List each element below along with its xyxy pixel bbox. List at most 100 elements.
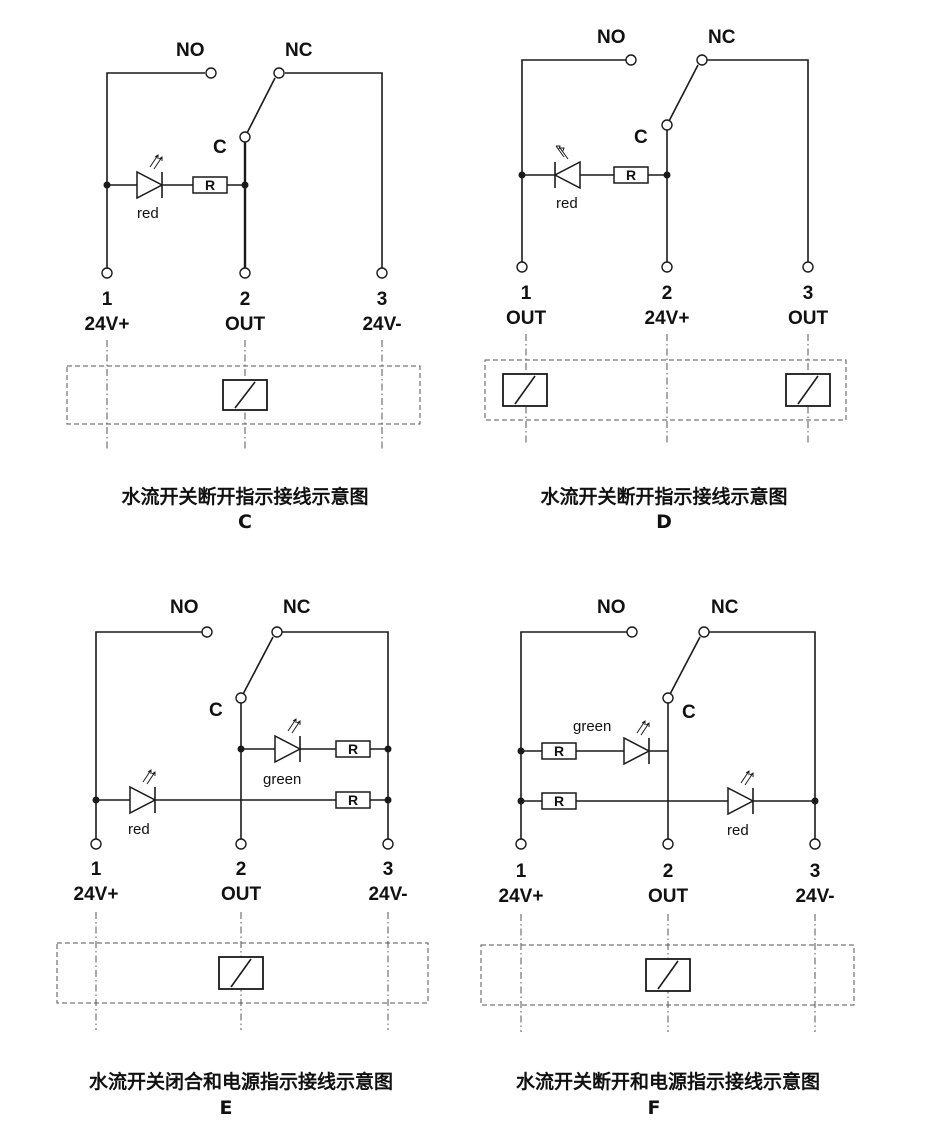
terminal-3 [376,267,388,279]
led-color-label: red [137,205,159,222]
load-box [480,944,855,1006]
led-light-rays-icon [636,720,650,736]
wire-nc-line [279,631,389,844]
terminal-1-function: OUT [506,308,547,329]
diagram-letter: D [656,511,672,533]
resistor-label: R [348,741,358,757]
c-contact [662,692,674,704]
terminal-3-number: 3 [803,283,814,304]
resistor-label: R [626,167,636,183]
no-contact [625,54,637,66]
wire-no-line [95,631,205,844]
led-green-icon [274,734,302,764]
relay-coil-icon [502,373,548,407]
c-label: C [682,702,696,723]
terminal-2 [235,838,247,850]
load-box [484,359,847,421]
wire-no-line [106,72,205,273]
terminal-1-number: 1 [102,289,113,310]
no-label: NO [597,597,626,618]
terminal-1-function: 24V+ [74,884,119,905]
relay-coil-slash [230,958,252,988]
c-label: C [634,127,648,148]
nc-label: NC [708,27,736,48]
terminal-1 [90,838,102,850]
c-label: C [213,137,227,158]
diagram-d: NO NC C R red 1 2 3 OUT 24V+ OUT 水流开关断开指… [484,27,847,533]
relay-coil-slash [514,375,536,405]
junction-dot [241,181,249,189]
terminal-3-number: 3 [383,859,394,880]
led-red-icon [129,785,157,815]
led-color-label: green [573,718,611,735]
terminal-2-number: 2 [240,289,251,310]
no-label: NO [597,27,626,48]
diagram-f: NO NC C R green R red 1 2 3 24V+ OUT [480,597,855,1119]
load-box [66,365,421,425]
junction-dot [663,171,671,179]
diagram-caption: 水流开关断开和电源指示接线示意图 [516,1070,820,1093]
terminal-2-number: 2 [662,283,673,304]
terminal-2-number: 2 [663,861,674,882]
terminal-3 [382,838,394,850]
terminal-1-function: 24V+ [499,886,544,907]
relay-coil-slash [657,960,679,990]
terminal-1-number: 1 [521,283,532,304]
terminal-3 [809,838,821,850]
terminal-1-number: 1 [516,861,527,882]
no-label: NO [170,597,199,618]
led-red-icon [136,170,164,200]
diagram-caption: 水流开关断开指示接线示意图 [540,485,787,508]
c-contact [239,131,251,143]
nc-label: NC [711,597,739,618]
terminal-1 [516,261,528,273]
terminal-3-number: 3 [810,861,821,882]
led-light-rays-icon [555,145,569,160]
led-red-icon [727,786,755,816]
c-label: C [209,700,223,721]
terminal-2-function: OUT [221,884,262,905]
terminal-1 [515,838,527,850]
switch-blade [667,636,701,699]
terminal-2-number: 2 [236,859,247,880]
wire-nc-line [704,631,816,844]
led-light-rays-icon [149,154,163,170]
terminal-3-number: 3 [377,289,388,310]
junction-dot [517,797,525,805]
no-contact [205,67,217,79]
led-red-icon [553,160,581,190]
resistor-label: R [205,177,215,193]
junction-dot [103,181,111,189]
wire-no-line [520,631,632,844]
terminal-2 [662,838,674,850]
resistor-label: R [348,792,358,808]
nc-label: NC [283,597,311,618]
no-contact [626,626,638,638]
led-color-label: red [727,822,749,839]
junction-dot [92,796,100,804]
diagram-letter: C [238,511,252,533]
terminal-2-function: 24V+ [645,308,690,329]
diagram-c: NO NC C R red 1 2 3 24V+ OUT 24V- 水流开关断开… [66,40,421,533]
diagram-caption: 水流开关闭合和电源指示接线示意图 [89,1070,393,1093]
led-color-label: red [556,195,578,212]
nc-contact [698,626,710,638]
terminal-3-function: 24V- [362,314,401,335]
resistor-label: R [554,743,564,759]
no-label: NO [176,40,205,61]
led-light-rays-icon [142,769,156,785]
wire-nc-line [285,72,383,273]
led-light-rays-icon [287,718,301,734]
led-green-icon [623,736,651,766]
junction-dot [237,745,245,753]
terminal-3-function: 24V- [368,884,407,905]
terminal-2 [239,267,251,279]
c-contact [661,119,673,131]
nc-label: NC [285,40,313,61]
led-color-label: green [263,771,301,788]
terminal-2 [661,261,673,273]
diagram-letter: E [220,1097,233,1119]
terminal-1-function: 24V+ [85,314,130,335]
load-box [56,942,429,1004]
